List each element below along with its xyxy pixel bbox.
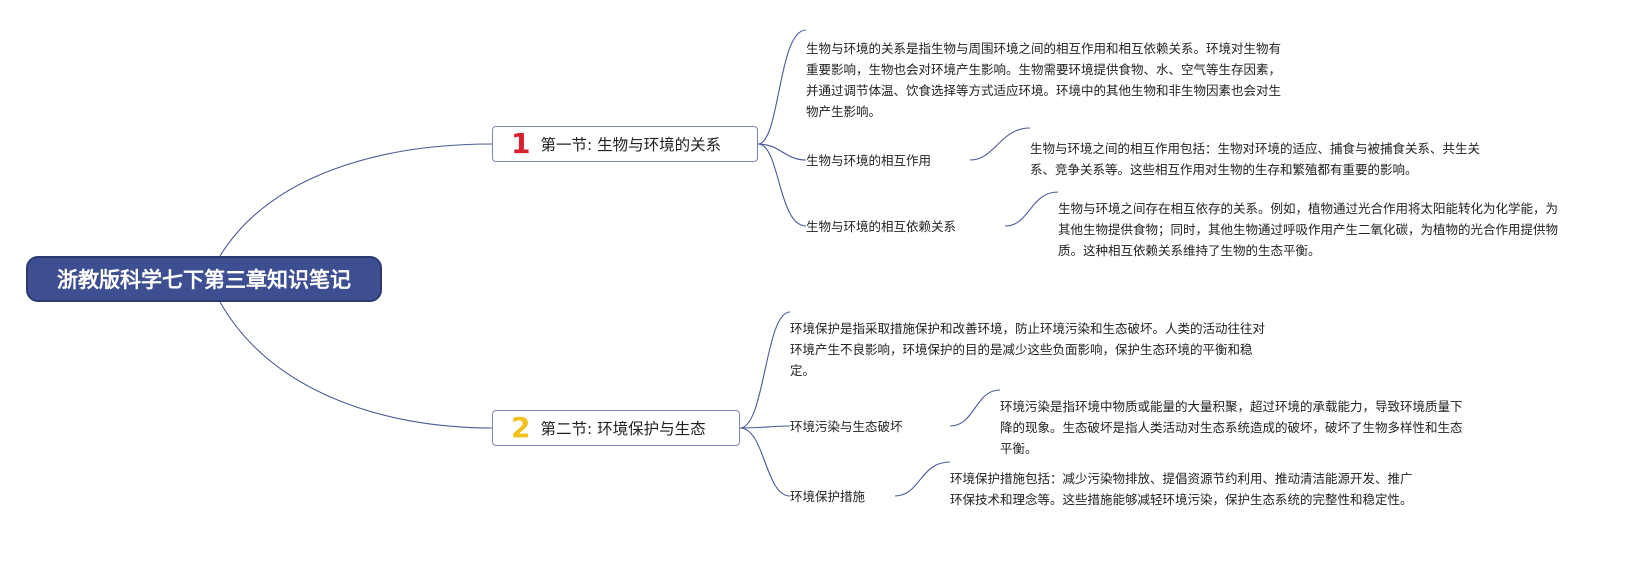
section-2-number: 2 — [511, 411, 531, 444]
section-1-topic-1-note: 生物与环境之间的相互作用包括：生物对环境的适应、捕食与被捕食关系、共生关系、竞争… — [1030, 141, 1481, 177]
section-2-topic-2-note: 环境保护措施包括：减少污染物排放、提倡资源节约利用、推动清洁能源开发、推广环保技… — [950, 471, 1413, 507]
section-1-summary: 生物与环境的关系是指生物与周围环境之间的相互作用和相互依赖关系。环境对生物有重要… — [806, 41, 1282, 119]
link-section-1-summary — [757, 29, 807, 145]
link-root-section-2 — [219, 301, 493, 429]
section-2-topic-2[interactable]: 环境保护措施 — [790, 489, 866, 504]
root-node[interactable]: 浙教版科学七下第三章知识笔记 — [26, 256, 382, 302]
link-section-1-topic-1 — [757, 143, 807, 161]
link-topic-1-2-note — [1004, 191, 1059, 227]
section-2-title: 第二节: 环境保护与生态 — [540, 420, 706, 438]
link-section-2-topic-2 — [739, 427, 791, 497]
section-1-topic-2[interactable]: 生物与环境的相互依赖关系 — [806, 219, 957, 234]
section-2-node[interactable]: 2 第二节: 环境保护与生态 — [492, 410, 740, 446]
section-2-summary: 环境保护是指采取措施保护和改善环境，防止环境污染和生态破坏。人类的活动往往对环境… — [790, 321, 1266, 378]
root-title: 浙教版科学七下第三章知识笔记 — [57, 268, 351, 292]
section-1-title: 第一节: 生物与环境的关系 — [540, 136, 722, 154]
section-2-topic-1[interactable]: 环境污染与生态破坏 — [790, 419, 903, 434]
section-1-topic-2-note: 生物与环境之间存在相互依存的关系。例如，植物通过光合作用将太阳能转化为化学能，为… — [1058, 201, 1559, 258]
link-section-1-topic-2 — [757, 143, 807, 227]
link-root-section-1 — [219, 143, 493, 257]
section-1-node[interactable]: 1 第一节: 生物与环境的关系 — [492, 126, 758, 162]
section-1-topic-1[interactable]: 生物与环境的相互作用 — [806, 153, 932, 168]
section-1-number: 1 — [511, 127, 531, 160]
link-topic-2-2-note — [894, 461, 951, 497]
link-topic-2-1-note — [949, 389, 1001, 427]
link-topic-1-1-note — [969, 127, 1031, 161]
link-section-2-topic-1 — [739, 425, 791, 429]
section-2-topic-1-note: 环境污染是指环境中物质或能量的大量积聚，超过环境的承载能力，导致环境质量下降的现… — [1000, 399, 1463, 456]
link-section-2-summary — [739, 311, 791, 429]
